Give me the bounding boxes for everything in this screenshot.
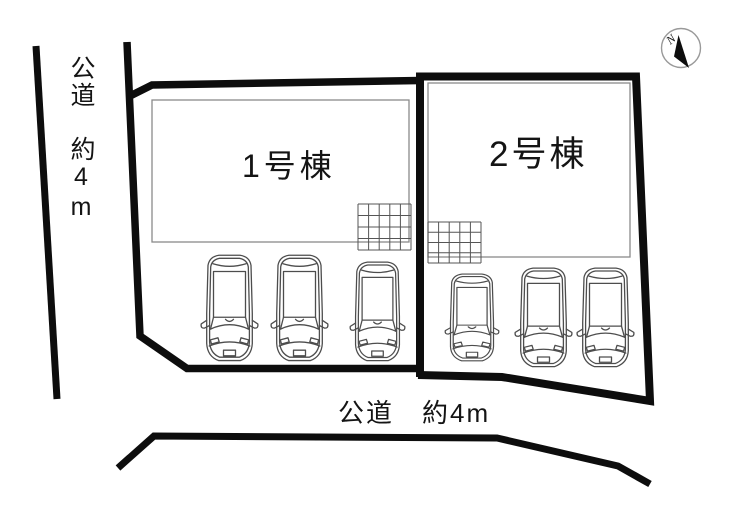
- building-2-footprint: [427, 82, 631, 258]
- compass: N: [660, 27, 702, 69]
- north-arrow-icon: [674, 35, 689, 68]
- hatch-grid-plot-2: [427, 221, 482, 264]
- hatch-grid-plot-1: [357, 203, 412, 251]
- car-icon: [200, 254, 259, 362]
- plot-1-label: 1号棟: [242, 148, 336, 184]
- car-icon: [444, 273, 500, 362]
- road-label-bottom: 公道 約4m: [338, 398, 491, 428]
- road-edge-left: [32, 45, 61, 400]
- car-icon: [576, 267, 635, 368]
- plot-2-boundary: [416, 72, 655, 406]
- building-1-footprint: [151, 99, 410, 243]
- road-edge-bottom: [115, 432, 652, 488]
- road-label-left: 公道 約4m: [67, 55, 95, 223]
- car-icon: [514, 267, 573, 368]
- plot-2-label: 2号棟: [489, 135, 588, 174]
- plot-1-boundary: [123, 41, 421, 373]
- car-icon: [270, 254, 329, 362]
- car-icon: [349, 261, 406, 362]
